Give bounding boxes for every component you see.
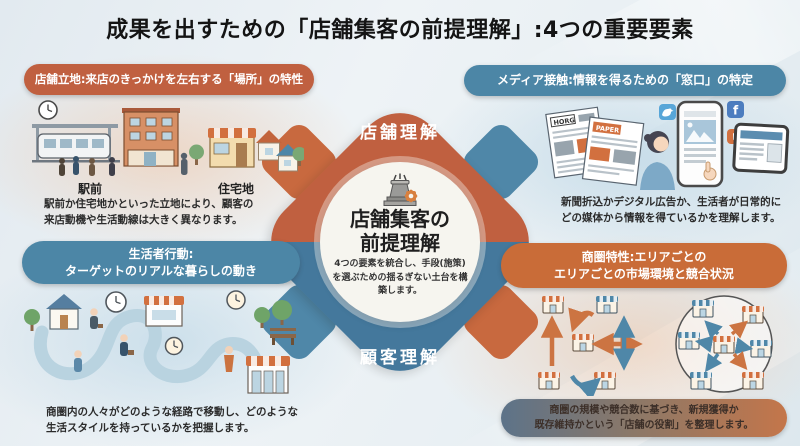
competition-flow-cluster [537, 295, 643, 396]
clock-icon [164, 336, 184, 356]
center-title: 店舗集客の 前提理解 [350, 207, 450, 255]
caption-trade-area: 商圏の規模や競合数に基づき、新規獲得か 既存維持かという「店舗の役割」を整理しま… [501, 399, 787, 437]
center-core: 店舗集客の 前提理解 4つの要素を統合し、手段(施策)を選ぶための揺るぎない土台… [320, 162, 480, 322]
illustration-consumer-behavior [24, 290, 296, 394]
shop-icon [246, 356, 290, 394]
label-station-front: 駅前 [78, 182, 103, 196]
header-consumer-behavior-line1: 生活者行動: [128, 247, 194, 262]
header-store-location: 店舗立地:来店のきっかけを左右する「場所」の特性 [24, 64, 314, 95]
illustration-media-contact: HORG PAPER [545, 100, 790, 190]
label-residential-area: 住宅地 [218, 182, 255, 196]
shop-icon [208, 128, 256, 168]
page-title: 成果を出すための「店舗集客の前提理解」:4つの重要要素 [106, 18, 694, 43]
header-media-contact: メディア接触:情報を得るための「窓口」の特定 [464, 65, 786, 96]
clock-icon [38, 100, 58, 120]
header-consumer-behavior-line2: ターゲットのリアルな暮らしの動き [65, 263, 257, 278]
house-icon [46, 294, 82, 330]
header-store-location-text: 店舗立地:来店のきっかけを左右する「場所」の特性 [34, 71, 304, 86]
person-with-phone [640, 131, 675, 190]
newspaper-icon: PAPER [581, 116, 645, 186]
header-consumer-behavior: 生活者行動: ターゲットのリアルな暮らしの動き [22, 241, 300, 284]
caption-media-contact: 新聞折込かデジタル広告か、生活者が日常的に どの媒体から情報を得ているかを理解し… [561, 196, 782, 225]
caption-store-location: 駅前か住宅地かといった立地により、顧客の 来店動機や生活動線は大きく異なります。 [44, 198, 254, 227]
header-trade-area: 商圏特性:エリアごとの エリアごとの市場環境と競合状況 [501, 243, 787, 288]
header-trade-area-line2: エリアごとの市場環境と競合状況 [554, 266, 734, 281]
label-customer-understanding: 顧客理解 [360, 348, 440, 368]
center-description: 4つの要素を統合し、手段(施策)を選ぶための揺るぎない土台を構築します。 [332, 259, 468, 297]
header-media-contact-text: メディア接触:情報を得るための「窓口」の特定 [497, 73, 753, 88]
caption-consumer-behavior: 商圏内の人々がどのような経路で移動し、どのような 生活スタイルを持っているかを把… [46, 406, 298, 435]
clock-icon [105, 291, 127, 313]
tablet-icon [732, 122, 790, 174]
svg-text:f: f [733, 104, 739, 118]
clock-icon [226, 290, 246, 310]
facebook-icon: f [727, 101, 744, 118]
illustration-trade-area [537, 295, 773, 396]
podium-gear-icon [383, 173, 418, 206]
illustration-store-location [32, 100, 304, 176]
tree-icon [254, 300, 292, 328]
header-trade-area-line1: 商圏特性:エリアごとの [581, 250, 707, 265]
trade-area-circle [675, 295, 773, 393]
shop-icon [144, 296, 184, 327]
bench-icon [270, 328, 296, 345]
tree-icon [189, 144, 204, 165]
station-building [122, 108, 180, 167]
twitter-icon [659, 104, 676, 120]
label-store-understanding: 店舗理解 [360, 123, 440, 143]
